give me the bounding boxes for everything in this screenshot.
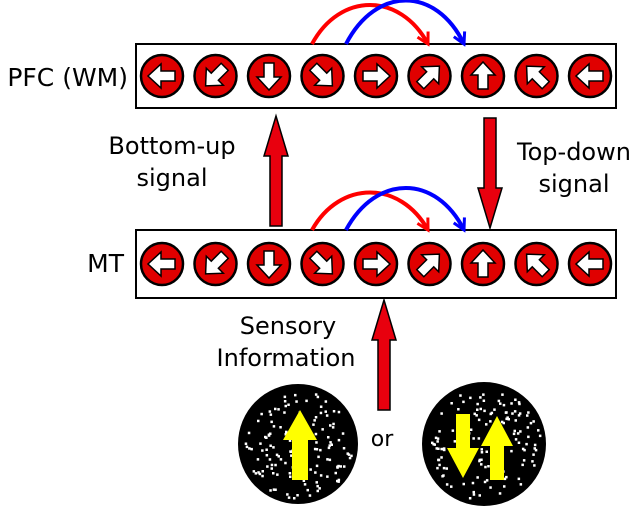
top-down-label-line2: signal	[539, 170, 610, 198]
pfc-label: PFC (WM)	[7, 63, 128, 92]
pfc-neuron-up-left	[514, 53, 559, 99]
top-down-label-line1: Top-down	[516, 138, 631, 166]
pfc-recurrent-connections	[310, 0, 464, 45]
pfc-neuron-down-right	[300, 53, 345, 99]
direction-arrow-down-left-icon	[204, 250, 230, 275]
mt-blue-curve	[344, 186, 464, 230]
motion-arrow-up	[481, 416, 513, 480]
direction-arrow-up-right-icon	[415, 253, 441, 278]
pfc-blue-curve	[344, 0, 464, 45]
direction-arrow-up-left-icon	[525, 65, 551, 90]
direction-arrow-down-right-icon	[308, 250, 334, 275]
bottom-up-signal-arrow	[262, 113, 290, 227]
direction-arrow-left-icon	[146, 250, 176, 278]
or-label: or	[371, 427, 394, 452]
mt-lateral-connections	[310, 186, 464, 231]
mt-neuron-up	[460, 241, 506, 287]
bottom-up-label-line1: Bottom-up	[108, 132, 235, 160]
sensory-input-arrow	[370, 297, 398, 411]
direction-arrow-up-icon	[469, 60, 497, 90]
mt-neuron-down-left	[193, 241, 238, 287]
pfc-neuron-left	[139, 53, 185, 99]
direction-arrow-right-icon	[362, 62, 392, 90]
pfc-neuron-row	[139, 53, 613, 99]
mt-layer	[135, 186, 617, 299]
mt-neuron-down-right	[300, 241, 345, 287]
motion-arrow-down	[447, 414, 479, 478]
direction-arrow-down-icon	[255, 250, 283, 280]
direction-arrow-down-right-icon	[308, 62, 334, 87]
pfc-red-curve	[310, 3, 430, 44]
mt-label: MT	[87, 249, 125, 278]
pfc-neuron-right	[353, 53, 399, 99]
pfc-neuron-left	[567, 53, 613, 99]
direction-arrow-left-icon	[146, 62, 176, 90]
direction-arrow-up-left-icon	[525, 253, 551, 278]
direction-arrow-left-icon	[574, 62, 604, 90]
direction-arrow-up-icon	[469, 248, 497, 278]
motion-arrow-up	[283, 410, 317, 480]
pfc-neuron-down-left	[193, 53, 238, 99]
direction-arrow-right-icon	[362, 250, 392, 278]
sensory-label-line2: Information	[217, 344, 356, 372]
direction-arrow-down-left-icon	[204, 62, 230, 87]
direction-arrow-up-right-icon	[415, 65, 441, 90]
mt-neuron-down	[246, 241, 292, 287]
mt-neuron-row	[139, 241, 613, 287]
top-down-signal-arrow	[476, 117, 504, 231]
pfc-neuron-up-right	[407, 53, 452, 99]
mt-neuron-left	[567, 241, 613, 287]
mt-neuron-up-left	[514, 241, 559, 287]
mt-neuron-up-right	[407, 241, 452, 287]
mt-neuron-left	[139, 241, 185, 287]
mt-red-curve	[310, 190, 430, 231]
pfc-layer	[135, 0, 617, 109]
direction-arrow-down-icon	[255, 62, 283, 92]
pfc-neuron-up	[460, 53, 506, 99]
direction-arrow-left-icon	[574, 250, 604, 278]
mt-neuron-right	[353, 241, 399, 287]
sensory-label-line1: Sensory	[240, 312, 336, 340]
stimulus-coherent-upward-motion	[238, 384, 358, 504]
pfc-neuron-down	[246, 53, 292, 99]
stimulus-transparent-opposing-motion	[422, 382, 546, 506]
bottom-up-label-line2: signal	[137, 164, 208, 192]
